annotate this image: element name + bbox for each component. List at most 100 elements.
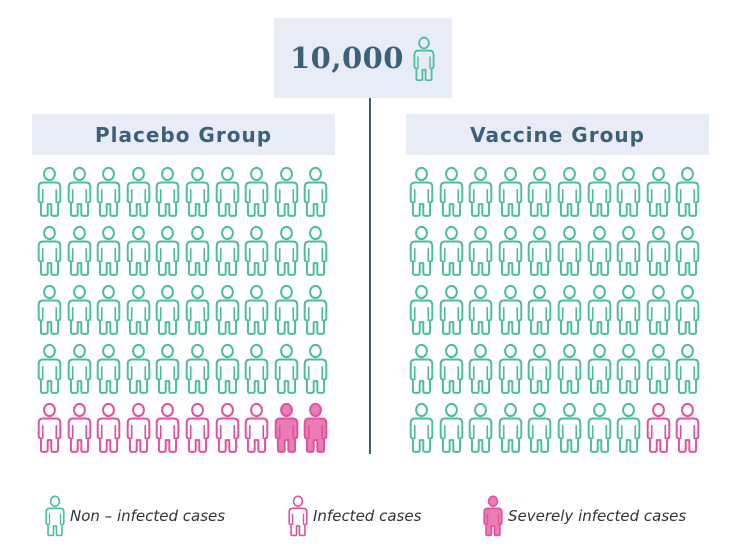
non-infected-person-icon — [615, 341, 642, 397]
non-infected-person-icon — [408, 282, 435, 338]
infected-person-icon — [645, 400, 672, 456]
non-infected-person-icon — [66, 341, 93, 397]
legend-label-infected: Infected cases — [313, 507, 422, 525]
non-infected-person-icon — [586, 223, 613, 279]
total-population-value: 10,000 — [290, 41, 404, 75]
non-infected-person-icon — [36, 341, 63, 397]
non-infected-person-icon — [586, 164, 613, 220]
non-infected-person-icon — [243, 164, 270, 220]
non-infected-person-icon — [184, 341, 211, 397]
infected-person-icon — [214, 400, 241, 456]
non-infected-person-icon — [497, 164, 524, 220]
infected-person-icon — [66, 400, 93, 456]
legend-item-non-infected: Non – infected cases — [44, 493, 225, 539]
non-infected-person-icon — [273, 282, 300, 338]
non-infected-person-icon — [615, 282, 642, 338]
infected-person-icon — [154, 400, 181, 456]
total-population-box: 10,000 — [274, 18, 452, 98]
non-infected-person-icon — [674, 341, 701, 397]
non-infected-person-icon — [645, 341, 672, 397]
non-infected-person-icon — [408, 223, 435, 279]
non-infected-person-icon — [497, 400, 524, 456]
non-infected-person-icon — [66, 223, 93, 279]
non-infected-person-icon — [66, 282, 93, 338]
infected-person-icon — [674, 400, 701, 456]
non-infected-person-icon — [154, 282, 181, 338]
infected-person-icon — [36, 400, 63, 456]
non-infected-person-icon — [273, 164, 300, 220]
non-infected-person-icon — [302, 341, 329, 397]
non-infected-person-icon — [526, 341, 553, 397]
non-infected-person-icon — [615, 400, 642, 456]
non-infected-person-icon — [497, 223, 524, 279]
non-infected-person-icon — [95, 223, 122, 279]
non-infected-person-icon — [438, 223, 465, 279]
vaccine-group-grid — [408, 164, 704, 459]
non-infected-person-icon — [615, 223, 642, 279]
non-infected-person-icon — [302, 282, 329, 338]
placebo-group-grid — [36, 164, 332, 459]
non-infected-person-icon — [214, 223, 241, 279]
legend-label-severe: Severely infected cases — [508, 507, 687, 525]
non-infected-person-icon — [645, 282, 672, 338]
legend-item-severe: Severely infected cases — [482, 493, 686, 539]
infected-person-icon — [243, 400, 270, 456]
non-infected-person-icon — [467, 164, 494, 220]
non-infected-person-icon — [154, 164, 181, 220]
non-infected-person-icon — [243, 341, 270, 397]
non-infected-person-icon — [645, 223, 672, 279]
infected-person-icon — [95, 400, 122, 456]
non-infected-person-icon — [36, 164, 63, 220]
non-infected-person-icon — [438, 341, 465, 397]
non-infected-person-icon — [302, 223, 329, 279]
non-infected-person-icon — [556, 282, 583, 338]
non-infected-person-icon — [556, 164, 583, 220]
non-infected-person-icon — [526, 164, 553, 220]
non-infected-person-icon — [526, 400, 553, 456]
severely-infected-person-icon — [273, 400, 300, 456]
infected-person-icon — [184, 400, 211, 456]
non-infected-person-icon — [497, 341, 524, 397]
non-infected-person-icon — [95, 164, 122, 220]
legend-label-non-infected: Non – infected cases — [70, 507, 226, 525]
legend-item-infected: Infected cases — [287, 493, 421, 539]
non-infected-person-icon — [243, 223, 270, 279]
non-infected-person-icon — [184, 223, 211, 279]
non-infected-person-icon — [586, 341, 613, 397]
non-infected-person-icon — [526, 223, 553, 279]
non-infected-person-icon — [125, 282, 152, 338]
infected-person-icon — [125, 400, 152, 456]
non-infected-person-icon — [36, 223, 63, 279]
non-infected-person-icon — [438, 164, 465, 220]
non-infected-person-icon — [273, 223, 300, 279]
non-infected-person-icon — [184, 164, 211, 220]
person-icon — [412, 36, 436, 82]
non-infected-person-icon — [214, 282, 241, 338]
non-infected-person-icon — [273, 341, 300, 397]
non-infected-person-icon — [586, 400, 613, 456]
non-infected-person-icon — [44, 493, 66, 539]
non-infected-person-icon — [214, 164, 241, 220]
non-infected-person-icon — [615, 164, 642, 220]
non-infected-person-icon — [154, 341, 181, 397]
group-divider — [369, 98, 371, 454]
severely-infected-person-icon — [302, 400, 329, 456]
placebo-group-header: Placebo Group — [32, 114, 335, 155]
vaccine-group-header: Vaccine Group — [406, 114, 709, 155]
non-infected-person-icon — [66, 164, 93, 220]
non-infected-person-icon — [214, 341, 241, 397]
infected-person-icon — [287, 493, 309, 539]
non-infected-person-icon — [184, 282, 211, 338]
non-infected-person-icon — [36, 282, 63, 338]
non-infected-person-icon — [95, 282, 122, 338]
non-infected-person-icon — [125, 223, 152, 279]
legend: Non – infected cases Infected cases Seve… — [0, 493, 740, 543]
severely-infected-person-icon — [482, 493, 504, 539]
non-infected-person-icon — [408, 164, 435, 220]
non-infected-person-icon — [586, 282, 613, 338]
non-infected-person-icon — [556, 223, 583, 279]
non-infected-person-icon — [467, 341, 494, 397]
non-infected-person-icon — [526, 282, 553, 338]
non-infected-person-icon — [674, 164, 701, 220]
non-infected-person-icon — [154, 223, 181, 279]
